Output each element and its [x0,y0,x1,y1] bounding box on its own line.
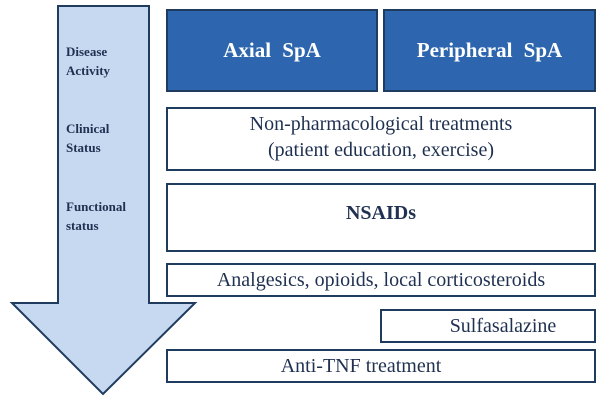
box-anti-tnf: Anti-TNF treatment [166,349,596,383]
arrow-shape [9,5,198,396]
label-clinical-status: Clinical Status [66,119,109,157]
box-text: NSAIDs [345,202,417,224]
label-disease-activity: Disease Activity [66,42,110,80]
box-text: Anti-TNF treatment [280,354,442,377]
box-non-pharmacological: Non-pharmacological treatments (patient … [166,107,596,171]
label-line: status [66,218,99,233]
box-sulfasalazine: Sulfasalazine [380,309,596,343]
label-line: Functional [66,199,126,214]
box-text: (patient education, exercise) [268,139,494,161]
label-line: Status [66,140,101,155]
header-peripheral-spa: Peripheral SpA [383,9,596,92]
box-text: Analgesics, opioids, local corticosteroi… [216,268,546,291]
box-analgesics: Analgesics, opioids, local corticosteroi… [166,263,596,297]
label-line: Clinical [66,121,110,136]
header-text: Axial SpA [223,38,321,62]
label-functional-status: Functional status [66,197,126,235]
header-axial-spa: Axial SpA [166,9,378,92]
header-text: Peripheral SpA [416,38,563,62]
box-nsaids: NSAIDs [166,183,596,252]
box-text: Sulfasalazine [449,314,557,337]
label-line: Disease [66,44,108,59]
box-text: Non-pharmacological treatments [249,113,513,135]
label-line: Activity [66,63,111,78]
